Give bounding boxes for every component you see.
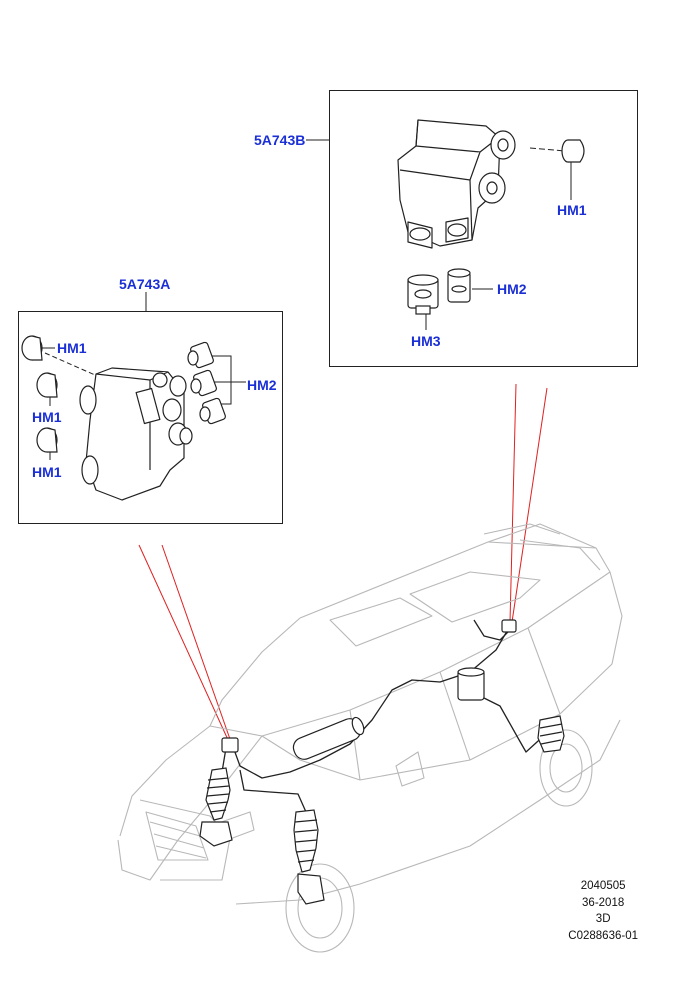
- upper-hm3-label: HM3: [411, 333, 441, 349]
- upper-hm2-label: HM2: [497, 281, 527, 297]
- upper-hm1-label: HM1: [557, 202, 587, 218]
- lower-kit-part-number: 5A743A: [119, 276, 171, 292]
- compressor: [457, 667, 485, 701]
- front-air-spring-left: [199, 767, 233, 847]
- front-air-spring-right: [293, 809, 325, 905]
- hm1-plugs-lower: [21, 335, 58, 453]
- lower-hm2-label: HM2: [247, 377, 277, 393]
- lower-hm1-label-middle: HM1: [32, 409, 62, 425]
- valve-block-upper: [397, 119, 516, 249]
- drawing-view: 3D: [595, 913, 611, 925]
- drawing-number: 2040505: [580, 880, 626, 892]
- lower-hm1-label-bottom: HM1: [32, 464, 62, 480]
- hm2-plug-upper: [447, 268, 471, 303]
- valve-block-installed-front: [221, 737, 239, 753]
- valve-block-lower: [79, 367, 193, 501]
- rear-air-spring: [537, 715, 565, 753]
- lower-kit-frame: [18, 311, 283, 524]
- upper-kit-part-number: 5A743B: [254, 132, 306, 148]
- callout-leaders: [41, 139, 572, 460]
- hm1-plug-upper: [561, 139, 585, 163]
- drawing-reference: C0288636-01: [568, 929, 638, 942]
- air-harness: [217, 619, 549, 813]
- upper-kit-frame: [329, 90, 638, 367]
- red-leader-lines: [138, 383, 548, 743]
- lower-hm1-label-top: HM1: [57, 340, 87, 356]
- valve-block-installed-rear: [501, 619, 517, 633]
- hm3-connector-upper: [407, 274, 439, 315]
- hm2-connectors-lower: [187, 341, 226, 425]
- drawing-date: 36-2018: [582, 896, 625, 909]
- drawing-info: 2040505 36-2018 3D C0288636-01: [568, 878, 638, 944]
- reservoir: [292, 716, 365, 760]
